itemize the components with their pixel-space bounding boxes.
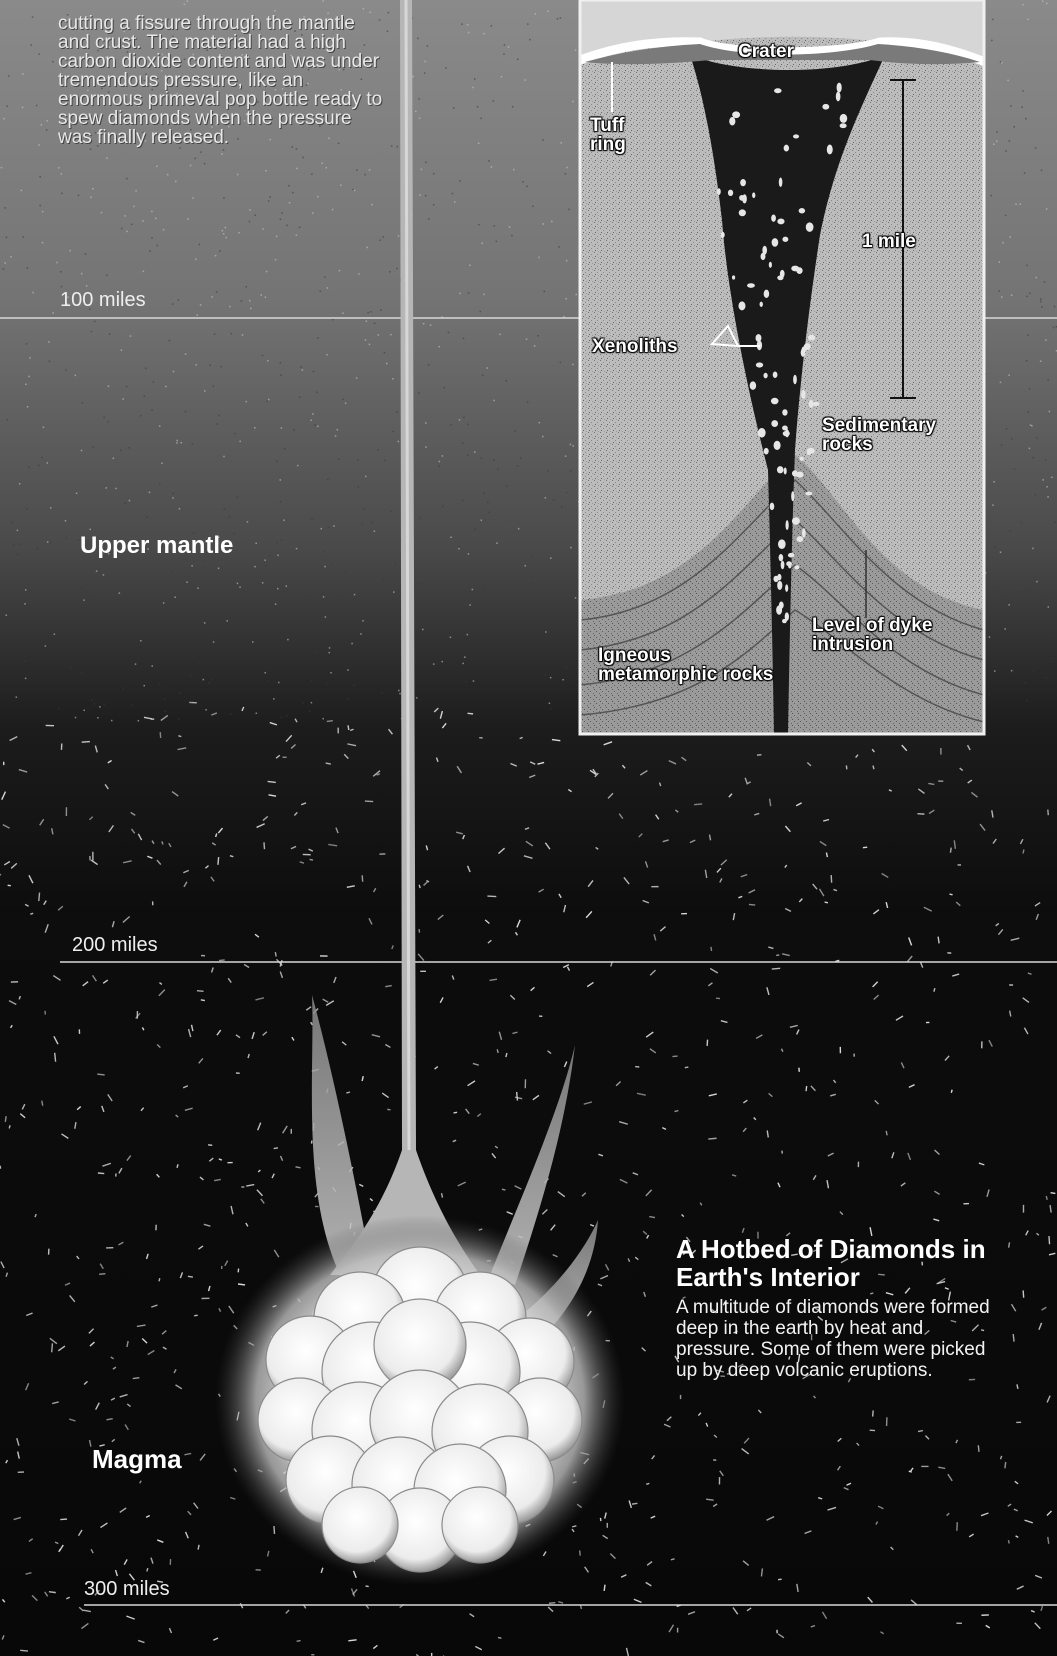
one-mile-label: 1 mile — [862, 232, 916, 251]
caption-block: A Hotbed of Diamonds in Earth's Interior… — [676, 1235, 1006, 1381]
depth-label-100: 100 miles — [60, 289, 146, 312]
xenoliths-label: Xenoliths — [592, 337, 678, 356]
depth-label-200: 200 miles — [72, 934, 158, 957]
intro-paragraph: cutting a fissure through the mantle and… — [58, 14, 388, 147]
sedimentary-rocks-label: Sedimentary rocks — [822, 416, 982, 454]
igneous-rocks-label: Igneous metamorphic rocks — [598, 646, 778, 684]
dyke-intrusion-label: Level of dyke intrusion — [812, 616, 982, 654]
depth-label-300: 300 miles — [84, 1578, 170, 1601]
caption-title: A Hotbed of Diamonds in Earth's Interior — [676, 1235, 1006, 1291]
caption-body: A multitude of diamonds were formed deep… — [676, 1297, 1006, 1381]
upper-mantle-label: Upper mantle — [80, 532, 233, 560]
magma-label: Magma — [92, 1444, 182, 1475]
tuff-ring-label: Tuff ring — [590, 116, 650, 154]
crater-label: Crater — [738, 42, 794, 61]
